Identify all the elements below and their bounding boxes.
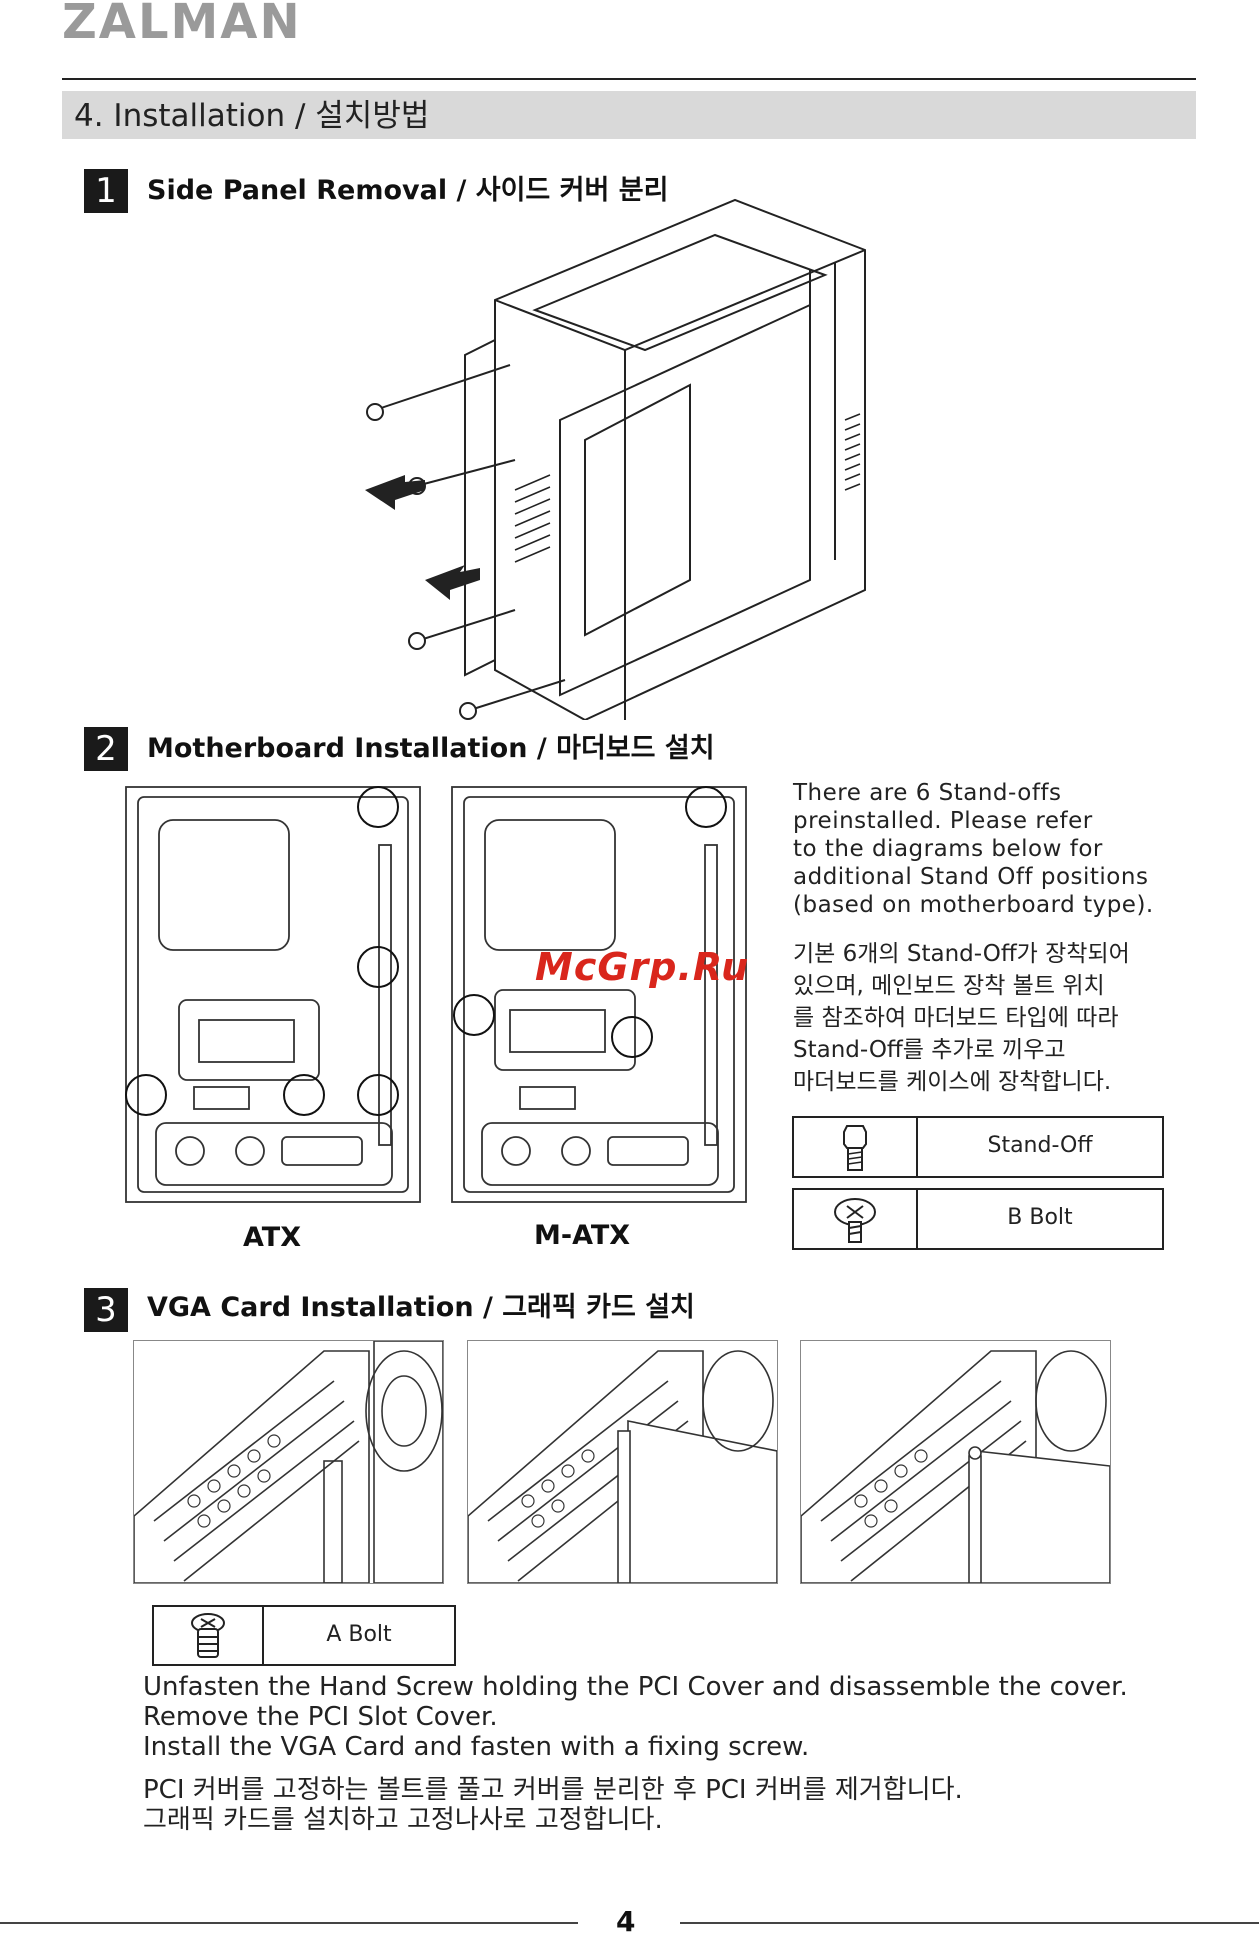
step-2-title: Motherboard Installation / 마더보드 설치 <box>147 733 715 764</box>
section-title: 4. Installation / 설치방법 <box>74 98 430 134</box>
desc-line: There are 6 Stand-offs <box>793 780 1062 806</box>
step-1-number: 1 <box>84 169 128 213</box>
legend-b-bolt: B Bolt <box>792 1188 1164 1250</box>
desc-line: PCI 커버를 고정하는 볼트를 풀고 커버를 분리한 후 PCI 커버를 제거… <box>143 1775 963 1805</box>
brand-logo: ZALMAN <box>62 0 302 50</box>
atx-motherboard-tray-diagram <box>125 786 421 1203</box>
desc-line: preinstalled. Please refer <box>793 808 1093 834</box>
step-3-description-en: Unfasten the Hand Screw holding the PCI … <box>143 1672 1203 1762</box>
legend-standoff: Stand-Off <box>792 1116 1164 1178</box>
matx-motherboard-tray-diagram <box>451 786 747 1203</box>
desc-line: Install the VGA Card and fasten with a f… <box>143 1732 810 1762</box>
step-1-title: Side Panel Removal / 사이드 커버 분리 <box>147 175 669 206</box>
desc-line: Stand-Off를 추가로 끼우고 <box>793 1037 1066 1063</box>
desc-line: Remove the PCI Slot Cover. <box>143 1702 498 1732</box>
desc-line: to the diagrams below for <box>793 836 1103 862</box>
desc-line: additional Stand Off positions <box>793 864 1149 890</box>
desc-line: 그래픽 카드를 설치하고 고정나사로 고정합니다. <box>143 1805 663 1835</box>
footer-divider-left <box>0 1922 578 1924</box>
vga-step-1-illustration <box>133 1340 444 1584</box>
section-header-bar <box>62 91 1196 139</box>
legend-b-bolt-label: B Bolt <box>1007 1205 1073 1230</box>
step-2-description-ko: 기본 6개의 Stand-Off가 장착되어 있으며, 메인보드 장착 볼트 위… <box>793 938 1213 1098</box>
page-number: 4 <box>616 1905 636 1938</box>
desc-line: Unfasten the Hand Screw holding the PCI … <box>143 1672 1128 1702</box>
atx-caption: ATX <box>243 1222 302 1253</box>
legend-a-bolt: A Bolt <box>152 1605 456 1666</box>
b-bolt-icon <box>834 1198 876 1243</box>
step-2-number: 2 <box>84 727 128 771</box>
vga-step-2-illustration <box>467 1340 778 1584</box>
step-3-description-ko: PCI 커버를 고정하는 볼트를 풀고 커버를 분리한 후 PCI 커버를 제거… <box>143 1775 1203 1835</box>
desc-line: (based on motherboard type). <box>793 892 1154 918</box>
footer-divider-right <box>680 1922 1259 1924</box>
step-3-number: 3 <box>84 1288 128 1332</box>
desc-line: 기본 6개의 Stand-Off가 장착되어 <box>793 941 1130 967</box>
a-bolt-icon <box>191 1613 225 1658</box>
desc-line: 있으며, 메인보드 장착 볼트 위치 <box>793 973 1105 999</box>
legend-standoff-label: Stand-Off <box>987 1133 1093 1158</box>
legend-a-bolt-label: A Bolt <box>326 1622 392 1647</box>
header-divider <box>62 78 1196 80</box>
matx-caption: M-ATX <box>534 1220 631 1251</box>
desc-line: 마더보드를 케이스에 장착합니다. <box>793 1069 1112 1095</box>
vga-step-3-illustration <box>800 1340 1111 1584</box>
step-2-description-en: There are 6 Stand-offs preinstalled. Ple… <box>793 779 1213 919</box>
desc-line: 를 참조하여 마더보드 타입에 따라 <box>793 1005 1119 1031</box>
standoff-icon <box>843 1125 867 1171</box>
side-panel-removal-illustration <box>365 198 866 720</box>
watermark: McGrp.Ru <box>535 945 750 989</box>
step-3-title: VGA Card Installation / 그래픽 카드 설치 <box>147 1292 695 1323</box>
